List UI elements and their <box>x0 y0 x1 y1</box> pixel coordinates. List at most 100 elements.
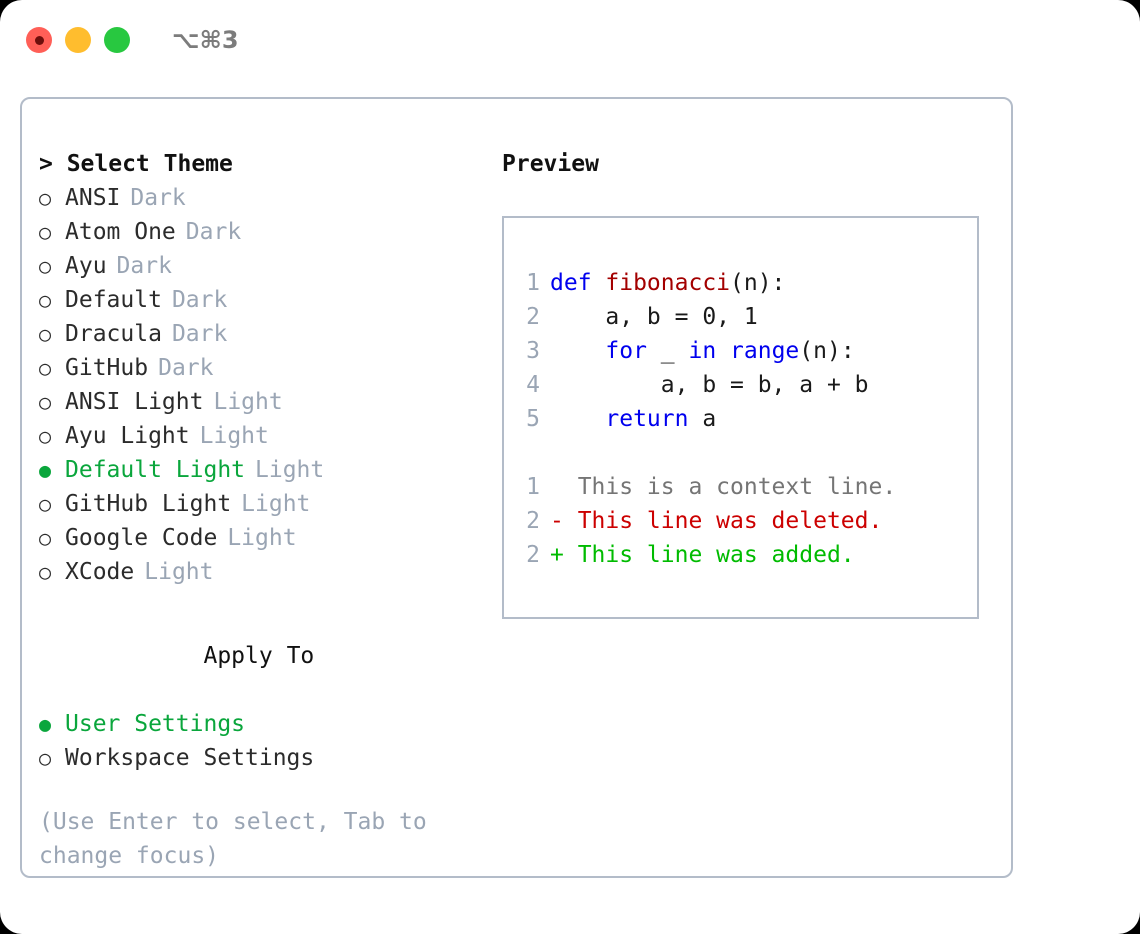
close-button[interactable] <box>26 27 52 53</box>
code-line: 4 a, b = b, a + b <box>504 368 977 402</box>
code-line: 5 return a <box>504 402 977 436</box>
radio-selected-icon: ● <box>39 712 52 736</box>
theme-option-label: Atom One <box>65 219 176 245</box>
code-line: 2 + This line was added. <box>504 538 977 572</box>
radio-unselected-icon: ○ <box>39 560 52 584</box>
code-token: a, b = 0, 1 <box>550 304 758 330</box>
code-token: in <box>688 338 717 364</box>
theme-option-tag: Light <box>144 559 214 585</box>
code-token: for <box>605 338 647 364</box>
theme-option-label: GitHub Light <box>65 491 232 517</box>
line-number: 2 <box>526 508 540 534</box>
theme-option-label: Default <box>65 287 162 313</box>
line-number: 5 <box>526 406 540 432</box>
theme-option-label: Dracula <box>65 321 162 347</box>
apply-to-option-label: Workspace Settings <box>65 745 315 771</box>
code-token: a <box>688 406 717 432</box>
title-bar: ⌥⌘3 <box>0 0 1140 80</box>
theme-option[interactable]: ○ GitHub Dark <box>39 351 502 385</box>
theme-option-tag: Light <box>199 423 269 449</box>
keyboard-shortcut-label: ⌥⌘3 <box>172 26 239 54</box>
code-line: 1 This is a context line. <box>504 470 977 504</box>
preview-title: Preview <box>502 151 599 177</box>
code-text: def fibonacci(n): <box>550 266 785 300</box>
line-number: 1 <box>526 270 540 296</box>
radio-unselected-icon: ○ <box>39 746 52 770</box>
code-token: def <box>550 270 606 296</box>
radio-unselected-icon: ○ <box>39 220 52 244</box>
diff-sample: 1 This is a context line. 2 - This line wa… <box>504 470 977 572</box>
radio-unselected-icon: ○ <box>39 288 52 312</box>
apply-to-option[interactable]: ○ Workspace Settings <box>39 741 502 775</box>
radio-unselected-icon: ○ <box>39 390 52 414</box>
theme-option-tag: Dark <box>130 185 186 211</box>
line-number: 1 <box>526 474 540 500</box>
code-text: return a <box>550 402 716 436</box>
apply-to-list: ● User Settings ○ Workspace Settings <box>39 707 502 775</box>
code-token: _ <box>646 338 689 364</box>
theme-option-label: XCode <box>65 559 135 585</box>
code-token <box>550 338 605 364</box>
code-token: a, b = b, a + b <box>550 372 869 398</box>
code-token: + This line was added. <box>550 542 855 568</box>
theme-option[interactable]: ○ Default Dark <box>39 283 502 317</box>
spacer <box>504 436 977 470</box>
code-token: This is a context line. <box>550 474 897 500</box>
theme-option-tag: Light <box>227 525 297 551</box>
code-token: (n): <box>799 338 855 364</box>
line-number: 2 <box>526 304 540 330</box>
radio-unselected-icon: ○ <box>39 186 52 210</box>
code-token: range <box>730 338 800 364</box>
theme-option[interactable]: ○ XCode Light <box>39 555 502 589</box>
code-token: return <box>605 406 689 432</box>
code-line: 1 def fibonacci(n): <box>504 266 977 300</box>
minimize-button[interactable] <box>65 27 91 53</box>
apply-to-header: Apply To <box>203 643 315 669</box>
theme-option-tag: Light <box>241 491 311 517</box>
radio-unselected-icon: ○ <box>39 322 52 346</box>
radio-selected-icon: ● <box>39 458 52 482</box>
apply-to-option[interactable]: ● User Settings <box>39 707 502 741</box>
code-token: (n): <box>730 270 786 296</box>
line-number: 2 <box>526 542 540 568</box>
theme-option-label: ANSI Light <box>65 389 204 415</box>
code-text: a, b = 0, 1 <box>550 300 758 334</box>
theme-option-tag: Dark <box>171 321 228 347</box>
theme-option[interactable]: ○ Atom One Dark <box>39 215 502 249</box>
theme-option-label: Ayu <box>65 253 107 279</box>
apply-to-option-label: User Settings <box>65 711 246 737</box>
radio-unselected-icon: ○ <box>39 356 52 380</box>
theme-option[interactable]: ○ Ayu Light Light <box>39 419 502 453</box>
select-theme-header: > Select Theme <box>39 151 233 177</box>
keyboard-hint-text: (Use Enter to select, Tab to change focu… <box>39 809 427 869</box>
theme-option[interactable]: ○ Dracula Dark <box>39 317 502 351</box>
theme-option-tag: Dark <box>158 355 214 381</box>
theme-option-tag: Dark <box>185 219 242 245</box>
maximize-button[interactable] <box>104 27 130 53</box>
spacer <box>39 589 502 605</box>
theme-option-label: GitHub <box>65 355 149 381</box>
radio-unselected-icon: ○ <box>39 424 52 448</box>
code-line: 2 a, b = 0, 1 <box>504 300 977 334</box>
code-token: fibonacci <box>605 270 731 296</box>
theme-option-tag: Dark <box>116 253 172 279</box>
radio-unselected-icon: ○ <box>39 526 52 550</box>
theme-option-label: Ayu Light <box>65 423 190 449</box>
theme-option-tag: Dark <box>171 287 228 313</box>
code-token <box>716 338 730 364</box>
theme-option-tag: Light <box>255 457 325 483</box>
code-text: - This line was deleted. <box>550 504 882 538</box>
